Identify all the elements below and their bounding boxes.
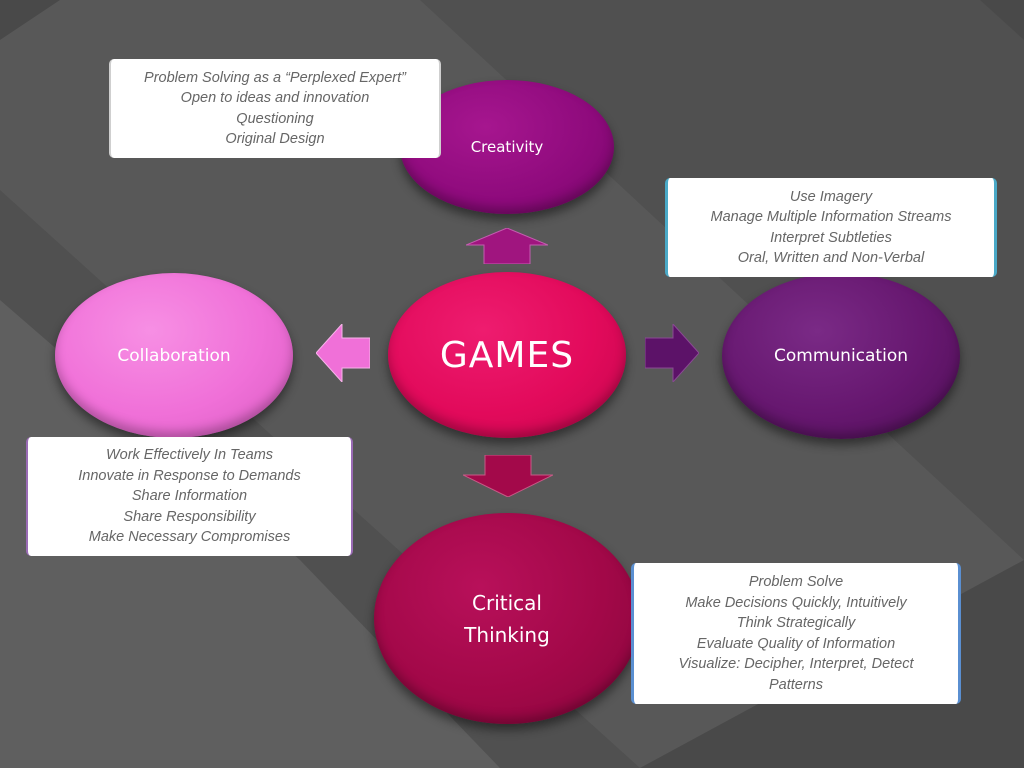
- list-item: Share Responsibility: [123, 508, 256, 525]
- list-item: Innovate in Response to Demands: [78, 467, 301, 484]
- critical-thinking-details-box: Problem Solve Make Decisions Quickly, In…: [631, 563, 961, 704]
- list-item: Patterns: [769, 676, 823, 693]
- communication-label: Communication: [774, 346, 908, 366]
- games-label: GAMES: [439, 334, 575, 376]
- list-item: Oral, Written and Non-Verbal: [737, 250, 925, 266]
- list-item: Problem Solving as a “Perplexed Expert”: [144, 69, 406, 86]
- list-item: Manage Multiple Information Streams: [710, 209, 952, 225]
- creativity-label: Creativity: [470, 138, 544, 156]
- list-item: Evaluate Quality of Information: [696, 635, 896, 652]
- list-item: Make Necessary Compromises: [88, 529, 291, 546]
- list-item: Interpret Subtleties: [770, 229, 892, 246]
- list-item: Share Information: [131, 488, 248, 505]
- arrow-up-icon: [466, 228, 548, 264]
- list-item: Open to ideas and innovation: [180, 90, 370, 106]
- games-center-node: GAMES: [388, 272, 626, 438]
- collaboration-label: Collaboration: [117, 345, 231, 366]
- arrow-right-icon: [645, 324, 699, 382]
- list-item: Questioning: [236, 110, 314, 127]
- critical-thinking-label-line1: Critical: [472, 590, 542, 615]
- critical-thinking-label-line2: Thinking: [464, 622, 550, 647]
- list-item: Think Strategically: [736, 615, 856, 631]
- list-item: Use Imagery: [789, 188, 873, 205]
- arrow-down-icon: [463, 455, 553, 497]
- communication-node: Communication: [722, 273, 960, 439]
- collaboration-details-box: Work Effectively In Teams Innovate in Re…: [26, 437, 353, 556]
- critical-thinking-node: Critical Thinking: [374, 513, 640, 724]
- list-item: Problem Solve: [748, 574, 844, 590]
- list-item: Make Decisions Quickly, Intuitively: [685, 594, 907, 611]
- communication-details-box: Use Imagery Manage Multiple Information …: [665, 178, 997, 277]
- arrow-left-icon: [316, 324, 370, 382]
- list-item: Work Effectively In Teams: [105, 447, 274, 464]
- collaboration-node: Collaboration: [55, 273, 293, 438]
- list-item: Visualize: Decipher, Interpret, Detect: [678, 656, 914, 672]
- list-item: Original Design: [225, 131, 325, 147]
- creativity-details-box: Problem Solving as a “Perplexed Expert” …: [109, 59, 441, 158]
